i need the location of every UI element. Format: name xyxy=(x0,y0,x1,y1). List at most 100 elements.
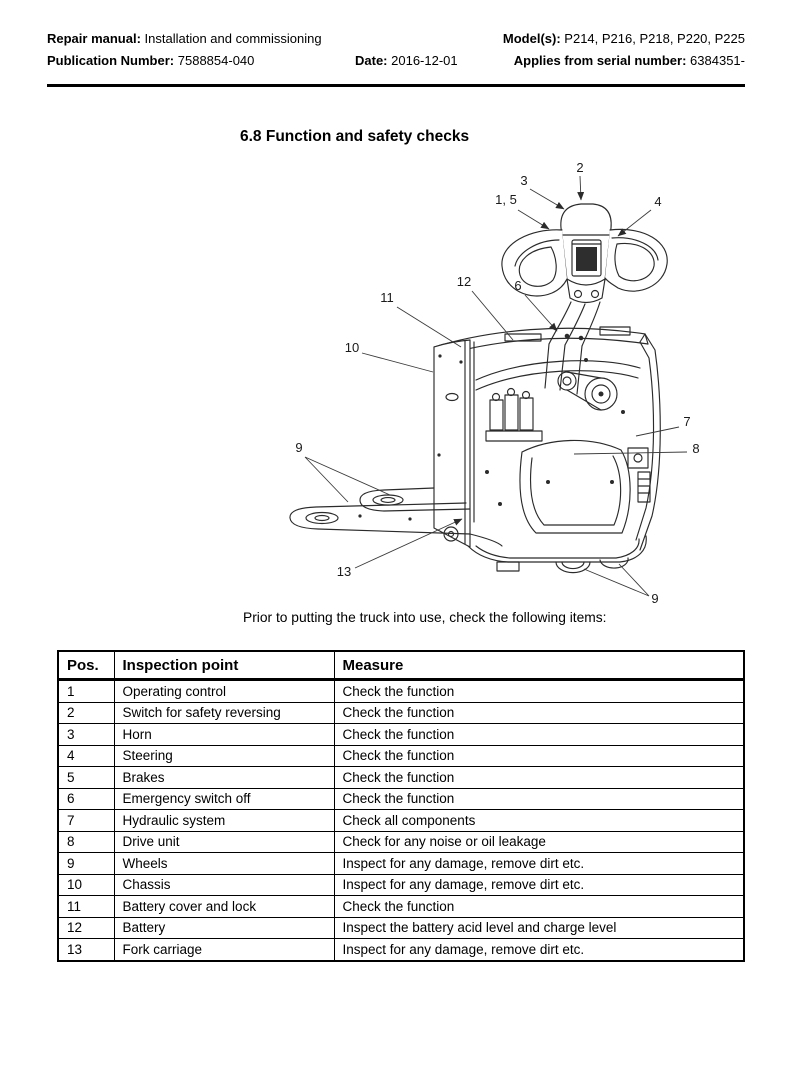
callout-2: 2 xyxy=(576,160,583,175)
pos-cell: 2 xyxy=(57,701,115,724)
inspection-point-cell: Operating control xyxy=(113,679,335,703)
pallet-truck-drawing xyxy=(289,203,668,574)
truck-drawing-svg: 2 3 1, 5 4 12 6 11 10 9 7 8 13 9 xyxy=(289,160,700,606)
measure-cell: Check the function xyxy=(333,766,745,789)
header-measure: Measure xyxy=(333,650,745,681)
measure-cell: Check the function xyxy=(333,895,745,918)
tiller-arm xyxy=(544,301,601,395)
inspection-point-cell: Drive unit xyxy=(113,830,335,853)
publication-number-label: Publication Number: xyxy=(47,53,175,68)
header-divider xyxy=(47,84,745,87)
measure-cell: Inspect for any damage, remove dirt etc. xyxy=(333,938,745,961)
inspection-point-cell: Fork carriage xyxy=(113,938,335,961)
date-field: Date: 2016-12-01 xyxy=(355,53,458,68)
inspection-point-cell: Hydraulic system xyxy=(113,809,335,832)
table-header-row: Pos. Inspection point Measure xyxy=(57,650,745,681)
repair-manual-field: Repair manual: Installation and commissi… xyxy=(47,31,322,46)
serial-number-label: Applies from serial number: xyxy=(513,53,687,68)
pos-cell: 4 xyxy=(57,744,115,767)
table-row: 8 Drive unit Check for any noise or oil … xyxy=(57,830,745,853)
pos-cell: 7 xyxy=(57,809,115,832)
pos-cell: 13 xyxy=(57,938,115,961)
callout-8: 8 xyxy=(692,441,699,456)
measure-cell: Check for any noise or oil leakage xyxy=(333,830,745,853)
section-title: 6.8 Function and safety checks xyxy=(240,128,470,145)
callout-10: 10 xyxy=(345,340,359,355)
repair-manual-value: Installation and commissioning xyxy=(144,31,322,46)
inspection-table: Pos. Inspection point Measure 1 Operatin… xyxy=(57,650,745,962)
page-header: Repair manual: Installation and commissi… xyxy=(47,31,745,91)
callout-9-bottom: 9 xyxy=(651,591,658,606)
table-row: 2 Switch for safety reversing Check the … xyxy=(57,701,745,724)
callout-9-left: 9 xyxy=(295,440,302,455)
repair-manual-label: Repair manual: xyxy=(47,31,141,46)
inspection-point-cell: Switch for safety reversing xyxy=(113,701,335,724)
pos-cell: 11 xyxy=(57,895,115,918)
inspection-point-cell: Battery xyxy=(113,916,335,939)
table-row: 3 Horn Check the function xyxy=(57,723,745,746)
publication-number-value: 7588854-040 xyxy=(177,53,255,68)
callout-3: 3 xyxy=(520,173,527,188)
callout-6: 6 xyxy=(514,278,521,293)
inspection-point-cell: Brakes xyxy=(113,766,335,789)
pos-cell: 5 xyxy=(57,766,115,789)
chassis-cover-panel xyxy=(433,339,471,548)
callout-leader-lines xyxy=(304,175,688,597)
pos-cell: 12 xyxy=(57,916,115,939)
date-label: Date: xyxy=(355,53,388,68)
models-field: Model(s): P214, P216, P218, P220, P225 xyxy=(503,31,745,46)
measure-cell: Check the function xyxy=(333,679,745,703)
measure-cell: Check the function xyxy=(333,744,745,767)
pos-cell: 3 xyxy=(57,723,115,746)
interior-machinery xyxy=(473,341,651,534)
date-value: 2016-12-01 xyxy=(391,53,458,68)
table-row: 7 Hydraulic system Check all components xyxy=(57,809,745,832)
forks xyxy=(289,487,503,547)
measure-cell: Check the function xyxy=(333,723,745,746)
inspection-point-cell: Wheels xyxy=(113,852,335,875)
serial-number-value: 6384351- xyxy=(690,53,745,68)
inspection-point-cell: Chassis xyxy=(113,873,335,896)
pos-cell: 1 xyxy=(57,679,115,703)
inspection-point-cell: Horn xyxy=(113,723,335,746)
callout-labels: 2 3 1, 5 4 12 6 11 10 9 7 8 13 9 xyxy=(295,160,699,606)
inspection-point-cell: Steering xyxy=(113,744,335,767)
table-row: 5 Brakes Check the function xyxy=(57,766,745,789)
callout-1-5: 1, 5 xyxy=(495,192,517,207)
table-row: 6 Emergency switch off Check the functio… xyxy=(57,787,745,810)
pos-cell: 8 xyxy=(57,830,115,853)
table-row: 1 Operating control Check the function xyxy=(57,679,745,703)
table-row: 11 Battery cover and lock Check the func… xyxy=(57,895,745,918)
measure-cell: Check all components xyxy=(333,809,745,832)
measure-cell: Check the function xyxy=(333,787,745,810)
callout-11: 11 xyxy=(380,290,394,305)
tiller-head xyxy=(501,203,668,304)
inspection-point-cell: Emergency switch off xyxy=(113,787,335,810)
rear-cover-panel xyxy=(635,333,661,551)
header-inspection-point: Inspection point xyxy=(113,650,335,681)
table-row: 12 Battery Inspect the battery acid leve… xyxy=(57,916,745,939)
callout-12: 12 xyxy=(457,274,471,289)
table-row: 9 Wheels Inspect for any damage, remove … xyxy=(57,852,745,875)
measure-cell: Inspect for any damage, remove dirt etc. xyxy=(333,873,745,896)
measure-cell: Inspect the battery acid level and charg… xyxy=(333,916,745,939)
callout-13: 13 xyxy=(337,564,351,579)
serial-number-field: Applies from serial number: 6384351- xyxy=(514,53,745,68)
models-label: Model(s): xyxy=(502,31,561,46)
publication-number-field: Publication Number: 7588854-040 xyxy=(47,53,254,68)
table-row: 4 Steering Check the function xyxy=(57,744,745,767)
measure-cell: Check the function xyxy=(333,701,745,724)
figure-caption: Prior to putting the truck into use, che… xyxy=(243,610,607,625)
table-row: 13 Fork carriage Inspect for any damage,… xyxy=(57,938,745,961)
header-pos: Pos. xyxy=(57,650,115,681)
models-value: P214, P216, P218, P220, P225 xyxy=(564,31,745,46)
callout-4: 4 xyxy=(654,194,661,209)
table-row: 10 Chassis Inspect for any damage, remov… xyxy=(57,873,745,896)
measure-cell: Inspect for any damage, remove dirt etc. xyxy=(333,852,745,875)
pos-cell: 9 xyxy=(57,852,115,875)
pos-cell: 10 xyxy=(57,873,115,896)
callout-7: 7 xyxy=(683,414,690,429)
truck-figure: 2 3 1, 5 4 12 6 11 10 9 7 8 13 9 xyxy=(0,150,790,612)
inspection-point-cell: Battery cover and lock xyxy=(113,895,335,918)
